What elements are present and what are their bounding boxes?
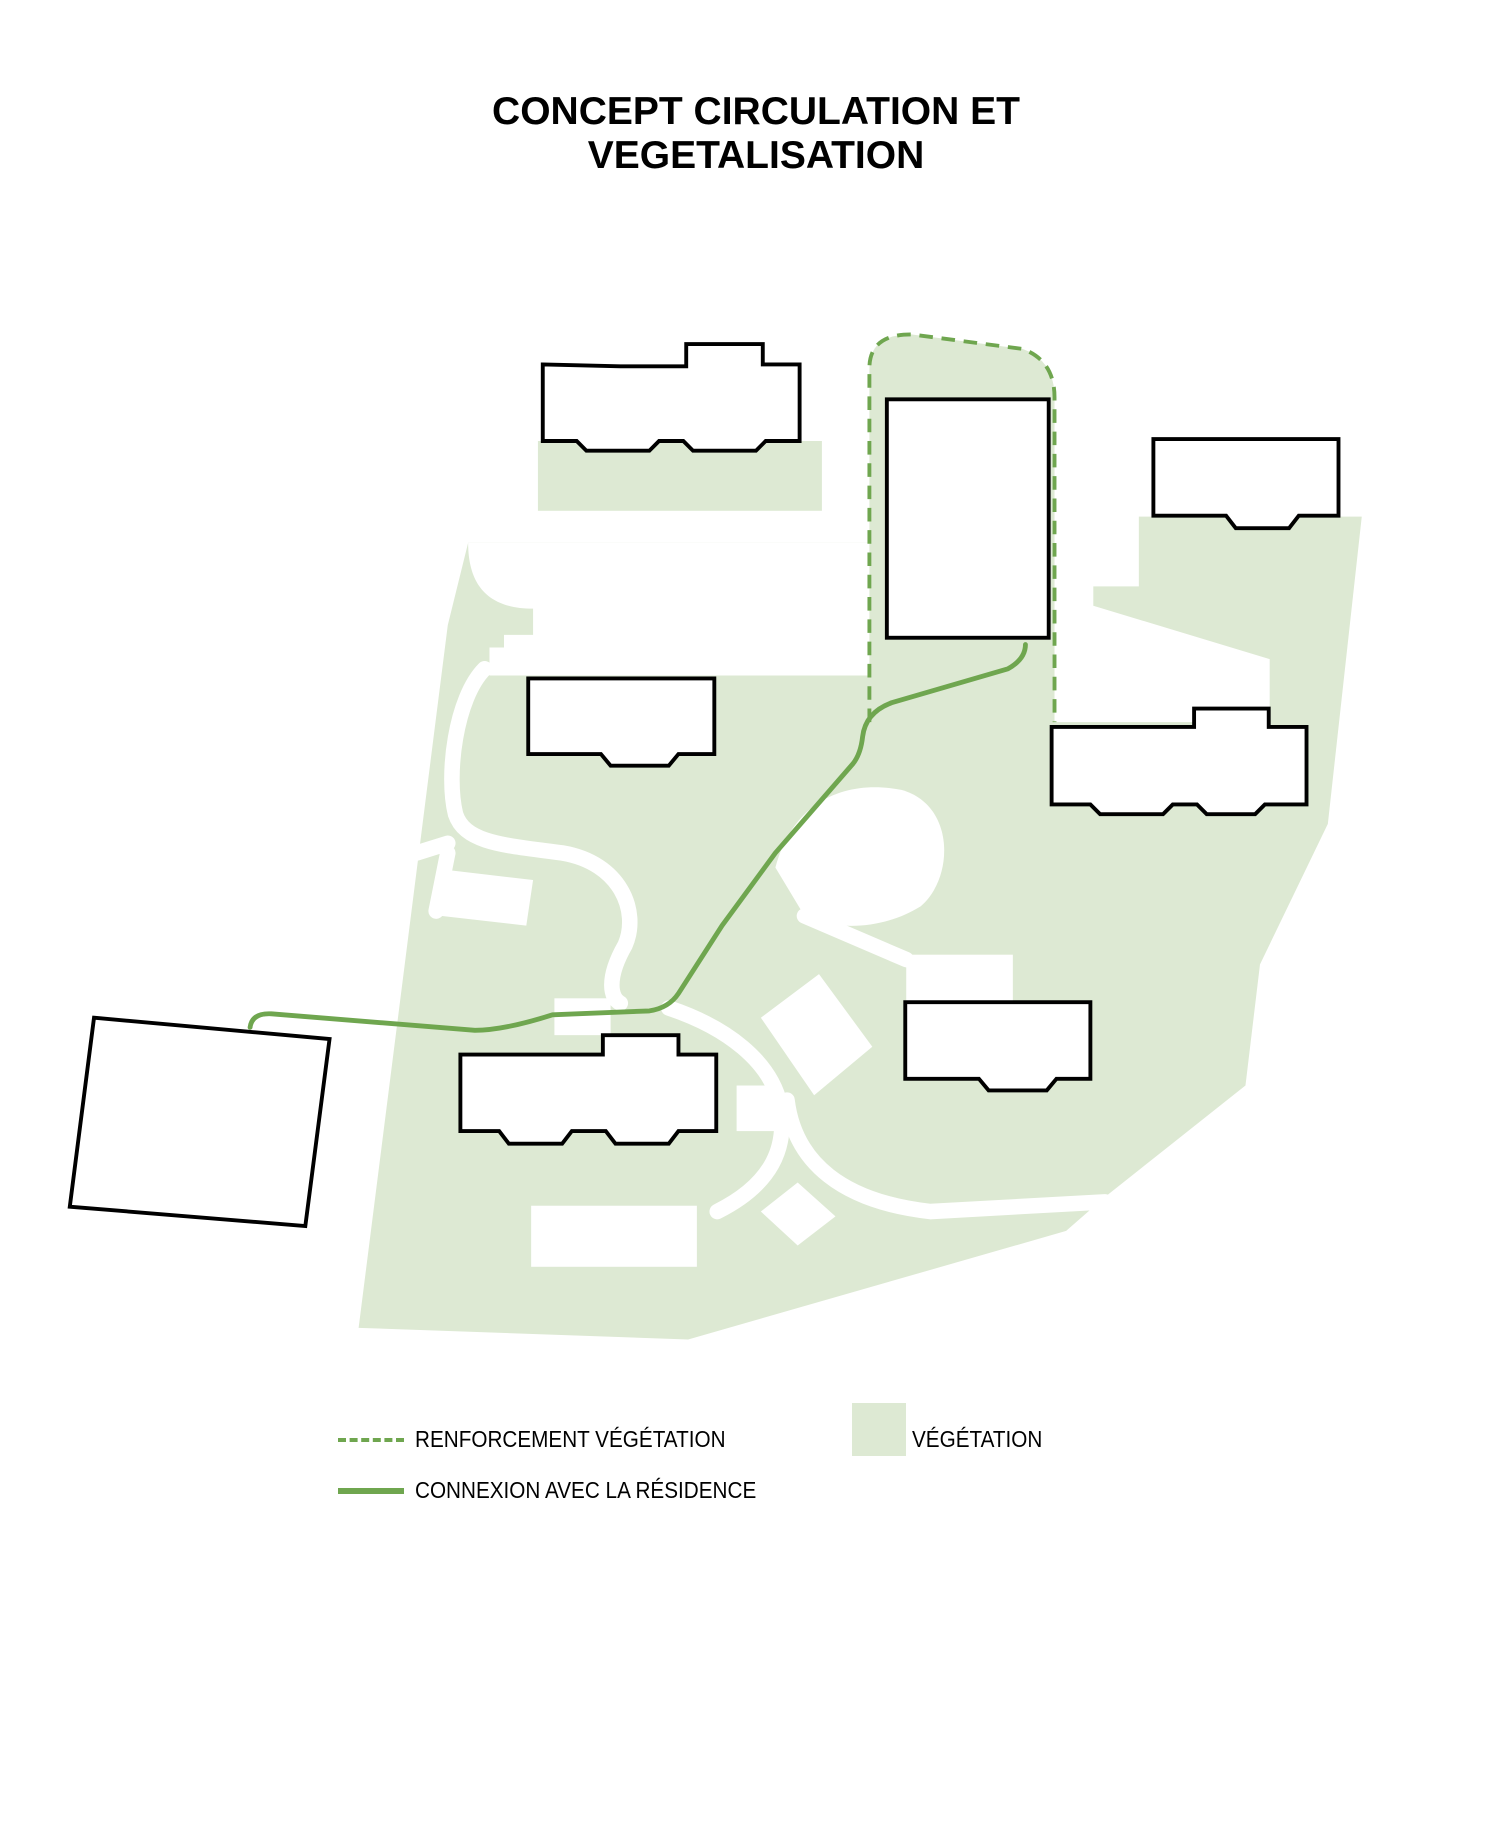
- vegetation-reinforcement-outline: [867, 332, 1057, 723]
- legend-label-vegetation: VÉGÉTATION: [912, 1426, 1043, 1452]
- legend-dashed-line-icon: [338, 1438, 404, 1442]
- footpaths: [409, 661, 1113, 1220]
- plaza-east: [906, 954, 1013, 1004]
- parking-south: [531, 1205, 697, 1267]
- legend-vegetation-swatch: [852, 1403, 906, 1456]
- residence-building: [67, 1015, 332, 1229]
- west-spur: [409, 835, 456, 919]
- diagram-title: CONCEPT CIRCULATION ET VEGETALISATION: [0, 90, 1512, 178]
- diamond-plaza: [760, 974, 873, 1096]
- residence-connection-path: [247, 642, 1028, 1033]
- circular-plaza: [775, 787, 945, 926]
- building-north-center: [884, 397, 1051, 640]
- buildings: [67, 342, 1341, 1229]
- building-east: [1049, 706, 1309, 817]
- vegetation-north-patch: [537, 441, 822, 511]
- small-diamond: [760, 1182, 836, 1246]
- title-line-1: CONCEPT CIRCULATION ET: [492, 90, 1020, 133]
- building-west-middle: [526, 676, 717, 768]
- building-north-east: [1151, 437, 1341, 531]
- west-footpath: [444, 661, 638, 1011]
- title-line-2: VEGETALISATION: [587, 134, 925, 177]
- legend-label-renforcement: RENFORCEMENT VÉGÉTATION: [415, 1426, 726, 1452]
- paved-areas: [441, 542, 1013, 1267]
- building-north-west: [540, 342, 802, 453]
- building-south-east: [903, 1000, 1093, 1093]
- legend-solid-line-icon: [338, 1488, 404, 1494]
- parking-west: [441, 870, 534, 926]
- plaza-link: [796, 908, 914, 968]
- building-south-west: [458, 1033, 719, 1146]
- north-clearing: [468, 542, 870, 676]
- south-loop-east: [779, 1092, 1113, 1220]
- legend-label-connexion: CONNEXION AVEC LA RÉSIDENCE: [415, 1477, 757, 1503]
